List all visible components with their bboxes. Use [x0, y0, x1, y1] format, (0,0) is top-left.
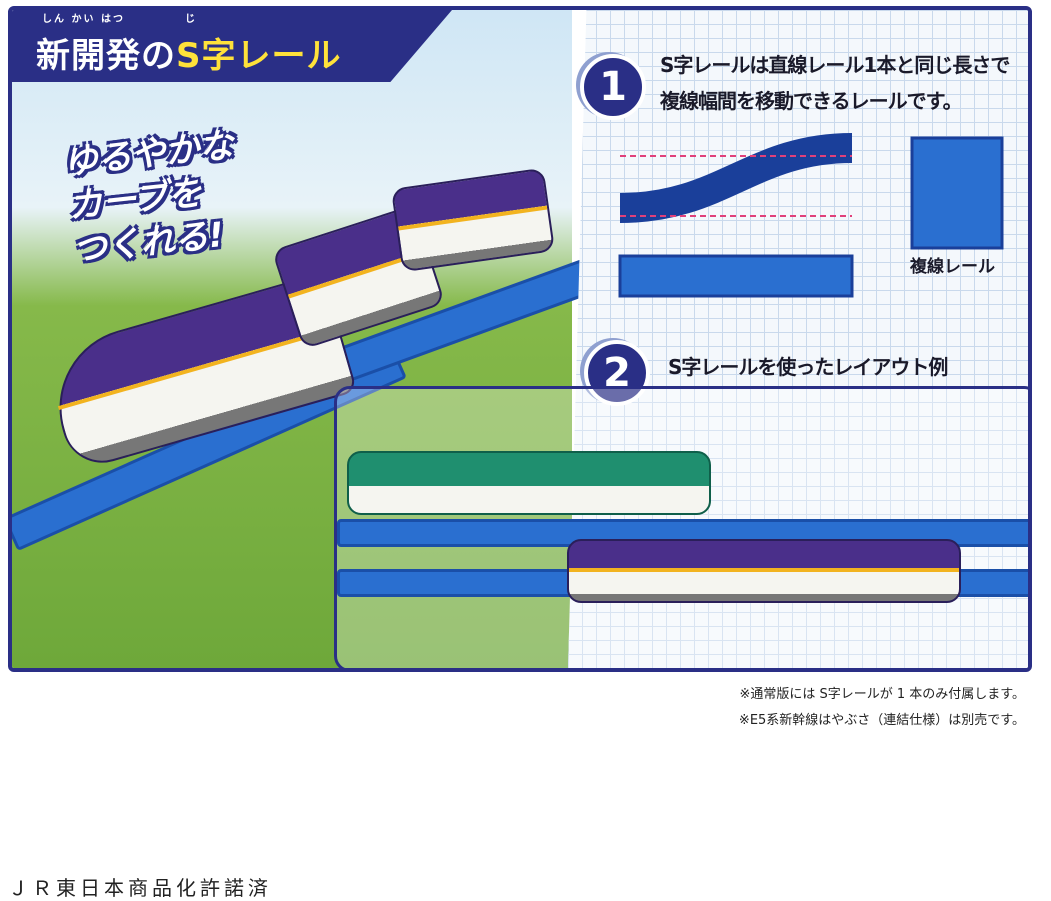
callout-text: ゆるやかな カーブを つくれる!: [61, 125, 236, 271]
point-2-title: S字レールを使ったレイアウト例: [668, 355, 948, 379]
point-1-line1: S字レールは直線レール1本と同じ長さで: [660, 53, 1010, 77]
double-rail-label: 複線レール: [910, 257, 995, 277]
product-panel: しん かい はつ じ 新開発のS字レール ゆるやかな カーブを つくれる! 1 …: [8, 6, 1032, 672]
title-banner: しん かい はつ じ 新開発のS字レール: [12, 10, 452, 82]
note-2: ※E5系新幹線はやぶさ（連結仕様）は別売です。: [738, 713, 1025, 728]
license-text: ＪＲ東日本商品化許諾済: [8, 876, 272, 900]
double-rail: [910, 136, 1004, 250]
page-title: 新開発のS字レール: [36, 36, 342, 76]
layout-example: [334, 386, 1028, 668]
train-car: [390, 167, 556, 273]
s-rail-diagram: [618, 133, 1004, 298]
straight-rail: [618, 254, 854, 298]
purple-train: [567, 539, 961, 603]
note-1: ※通常版には S字レールが 1 本のみ付属します。: [739, 687, 1025, 702]
s-rail: [619, 133, 853, 223]
point-1-line2: 複線幅間を移動できるレールです。: [660, 89, 963, 113]
left-scene: [12, 10, 595, 668]
green-train: [347, 451, 711, 515]
title-furigana: しん かい はつ じ: [42, 14, 197, 25]
point-1-badge: 1: [580, 54, 646, 120]
